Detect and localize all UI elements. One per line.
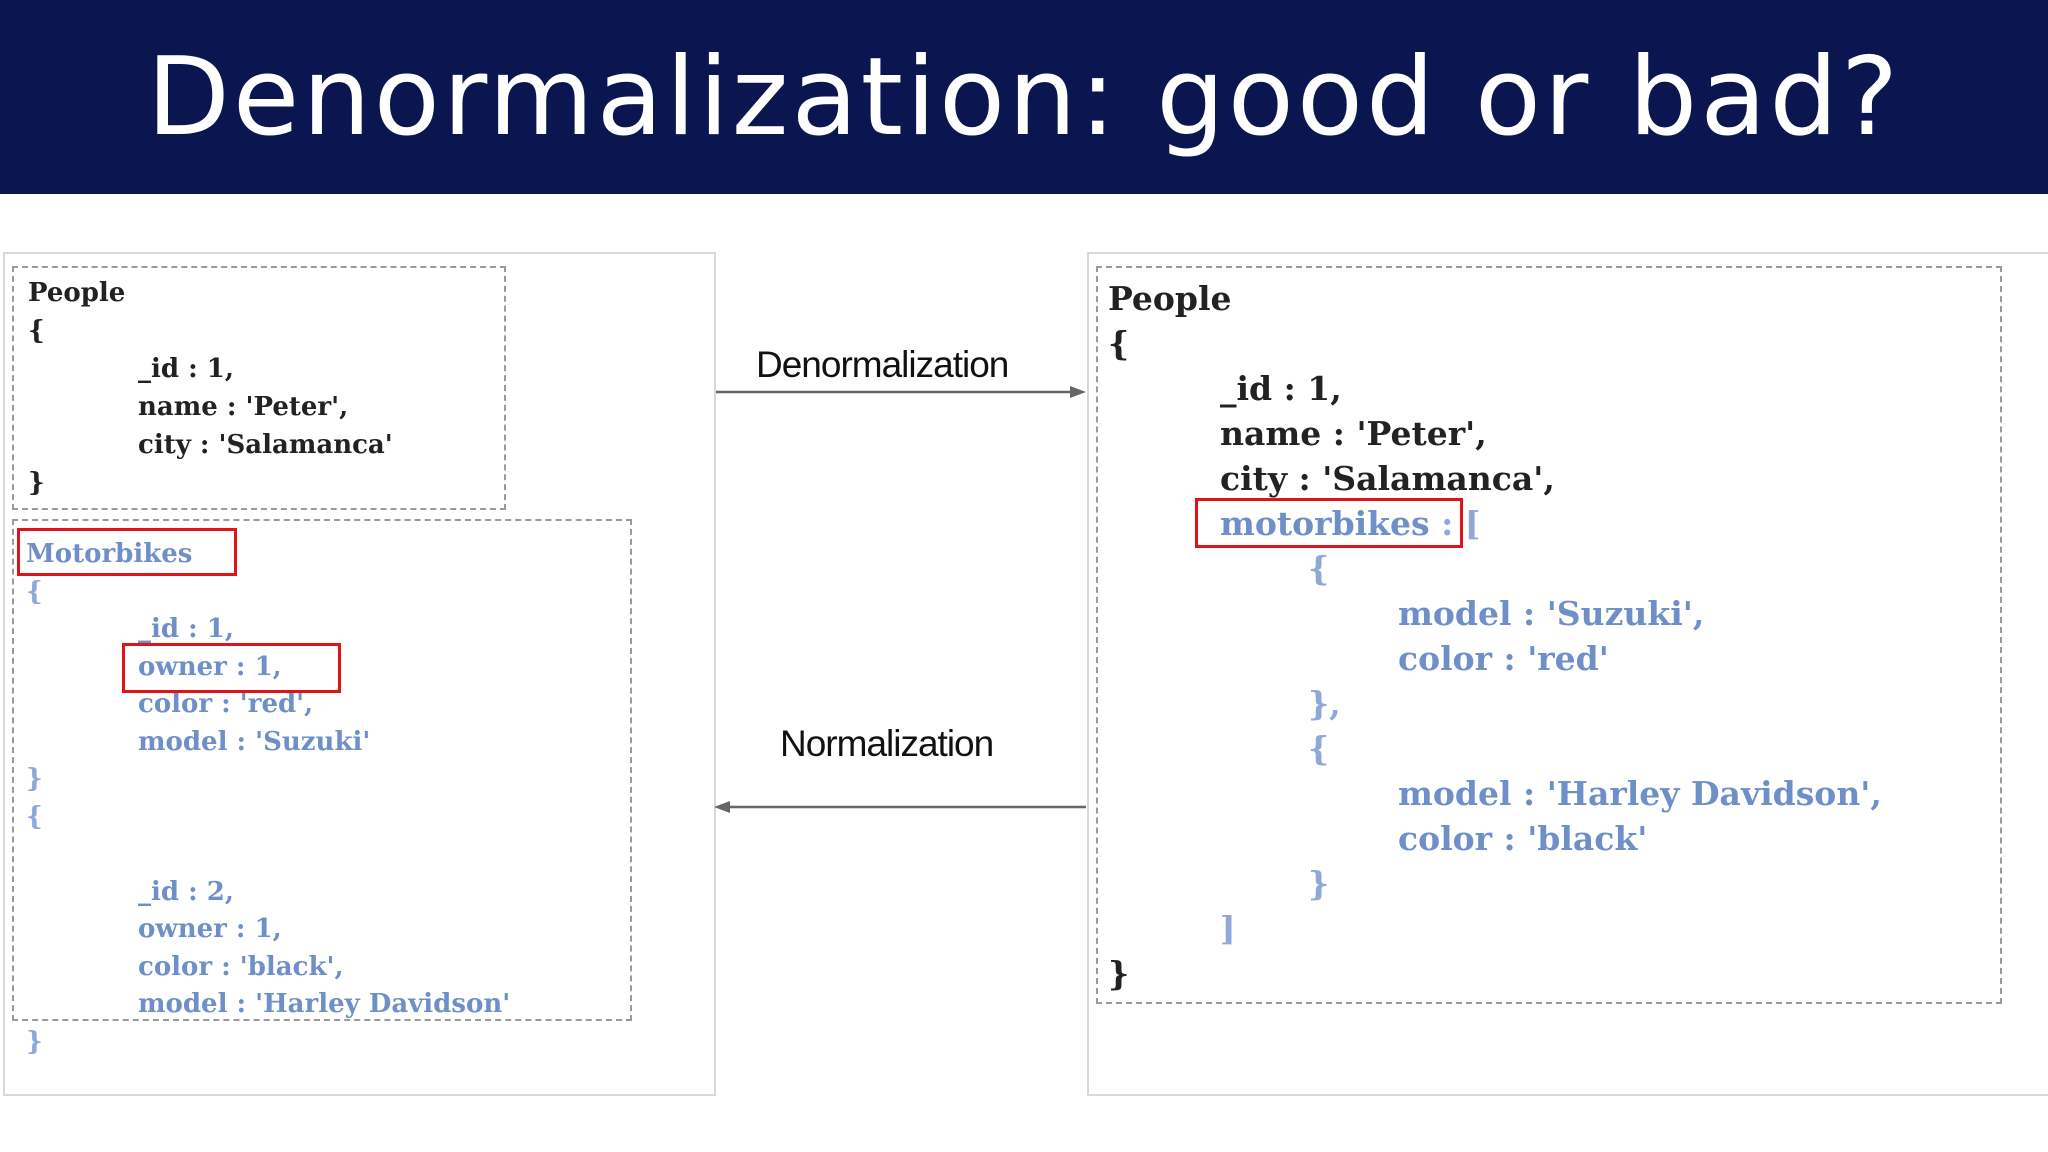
code-line: { [26,801,43,832]
code-line: }, [1308,684,1341,723]
code-line: color : 'red' [1398,639,1609,678]
owner-field-highlight [122,643,341,693]
code-line: { [28,316,45,346]
embedded-people-code: People { _id : 1, name : 'Peter', city :… [1108,276,1882,996]
denormalization-label: Denormalization [756,344,1009,385]
denormalized-panel [1087,252,2048,1096]
code-line: { [1308,729,1330,768]
code-line: : [ [1441,504,1481,543]
title-bar: Denormalization: good or bad? [0,0,2048,194]
code-line: color : 'black' [1398,819,1648,858]
code-line: color : 'black', [138,951,344,982]
people-collection-code: People { _id : 1, name : 'Peter', city :… [28,274,393,502]
motorbikes-field-highlight [1195,498,1463,548]
code-line: city : 'Salamanca' [138,430,393,460]
slide-title: Denormalization: good or bad? [146,34,1902,160]
code-line: } [1308,864,1330,903]
code-line: _id : 2, [138,876,234,907]
code-line: model : 'Suzuki', [1398,594,1705,633]
code-line: owner : 1, [138,914,282,944]
code-line: color : 'red', [138,689,314,719]
code-line: model : 'Harley Davidson', [1398,774,1882,813]
code-line: _id : 1, [138,354,234,384]
code-line: _id : 1, [138,614,234,644]
code-line: { [1108,324,1130,363]
code-line: model : 'Harley Davidson' [138,989,511,1019]
code-line: } [26,1026,43,1057]
normalized-panel [3,252,716,1096]
motorbikes-collection-box [12,519,632,1021]
code-line: } [26,764,43,794]
code-line: city : 'Salamanca', [1220,459,1555,498]
code-line: _id : 1, [1220,369,1342,408]
people-collection-box [12,266,506,510]
denormalization-arrowhead [1070,386,1086,398]
code-line: } [28,468,45,498]
motorbikes-field: motorbikes [1220,504,1430,543]
code-line: People [1108,279,1232,318]
code-line: People [28,278,126,308]
embedded-people-box [1096,266,2002,1004]
code-line: name : 'Peter', [1220,414,1487,453]
normalization-label: Normalization [780,723,994,764]
code-line: owner : 1, [138,651,282,682]
motorbikes-header: Motorbikes [26,539,193,569]
code-line: name : 'Peter', [138,392,349,422]
motorbikes-collection-code: Motorbikes { _id : 1, owner : 1, color :… [26,536,510,1061]
code-line: { [26,576,43,607]
normalization-arrowhead [714,801,730,813]
code-line: { [1308,549,1330,588]
code-line: model : 'Suzuki' [138,726,371,757]
code-line: } [1108,954,1130,993]
motorbikes-header-highlight [17,528,237,576]
code-line: ] [1220,909,1236,948]
